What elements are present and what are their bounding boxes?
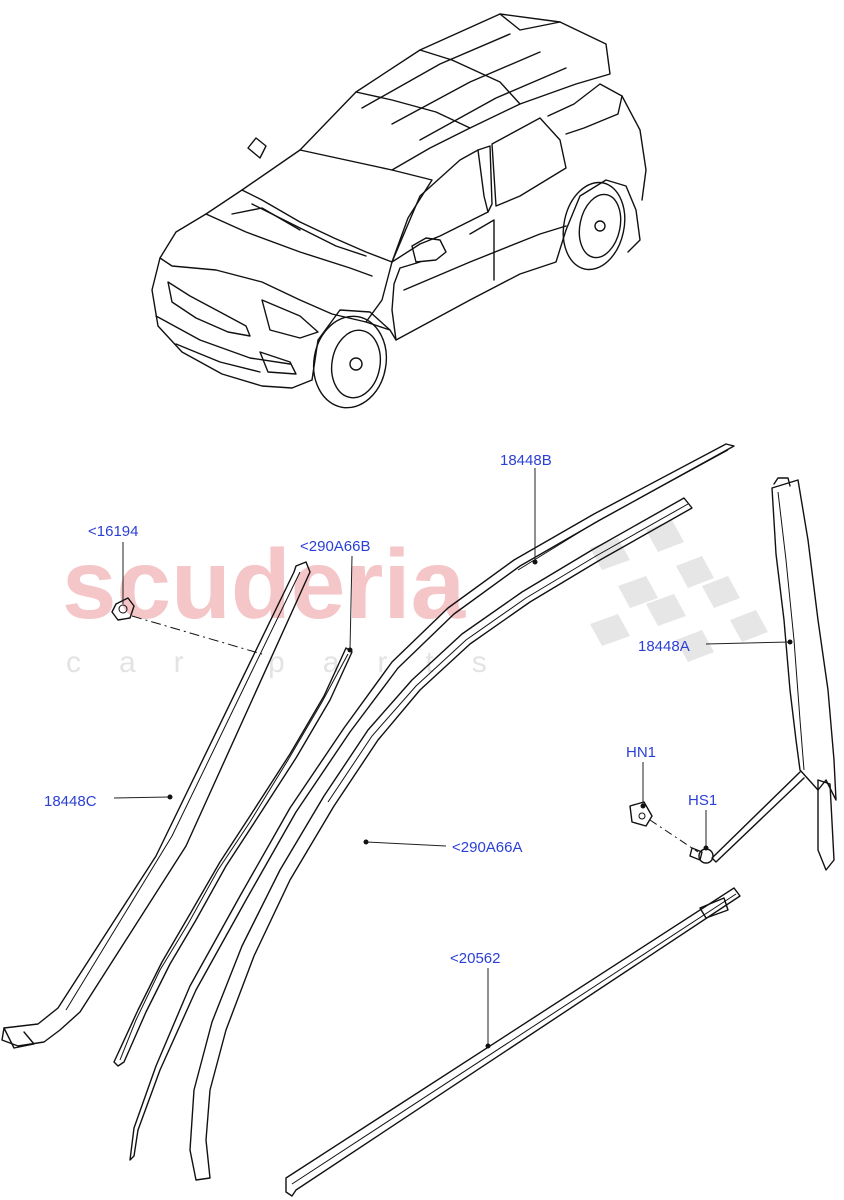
callout-290a66a[interactable]: <290A66A xyxy=(452,839,522,856)
part-18448b xyxy=(129,443,735,1161)
watermark-brand: scuderia xyxy=(62,529,467,639)
callout-18448a[interactable]: 18448A xyxy=(638,638,690,655)
callout-16194[interactable]: <16194 xyxy=(88,523,138,540)
nut-hn1 xyxy=(629,801,699,853)
clip-16194 xyxy=(111,597,263,655)
part-18448c xyxy=(1,561,311,1049)
callout-20562[interactable]: <20562 xyxy=(450,950,500,967)
leader-lines xyxy=(113,468,793,1049)
watermark-subtitle: car parts xyxy=(66,646,525,679)
part-290a66a xyxy=(189,497,693,1181)
callout-hn1[interactable]: HN1 xyxy=(626,744,656,761)
callout-290a66b[interactable]: <290A66B xyxy=(300,538,370,555)
callout-hs1[interactable]: HS1 xyxy=(688,792,717,809)
part-18448a xyxy=(711,477,837,871)
callout-18448c[interactable]: 18448C xyxy=(44,793,97,810)
vehicle-illustration xyxy=(151,13,647,409)
part-20562 xyxy=(285,887,741,1197)
screw-hs1 xyxy=(689,847,714,864)
callout-18448b[interactable]: 18448B xyxy=(500,452,552,469)
watermark: scuderia car parts xyxy=(62,520,768,679)
callout-labels: <16194 <290A66B 18448B 18448A 18448C <29… xyxy=(44,452,717,967)
part-290a66b xyxy=(113,647,353,1067)
